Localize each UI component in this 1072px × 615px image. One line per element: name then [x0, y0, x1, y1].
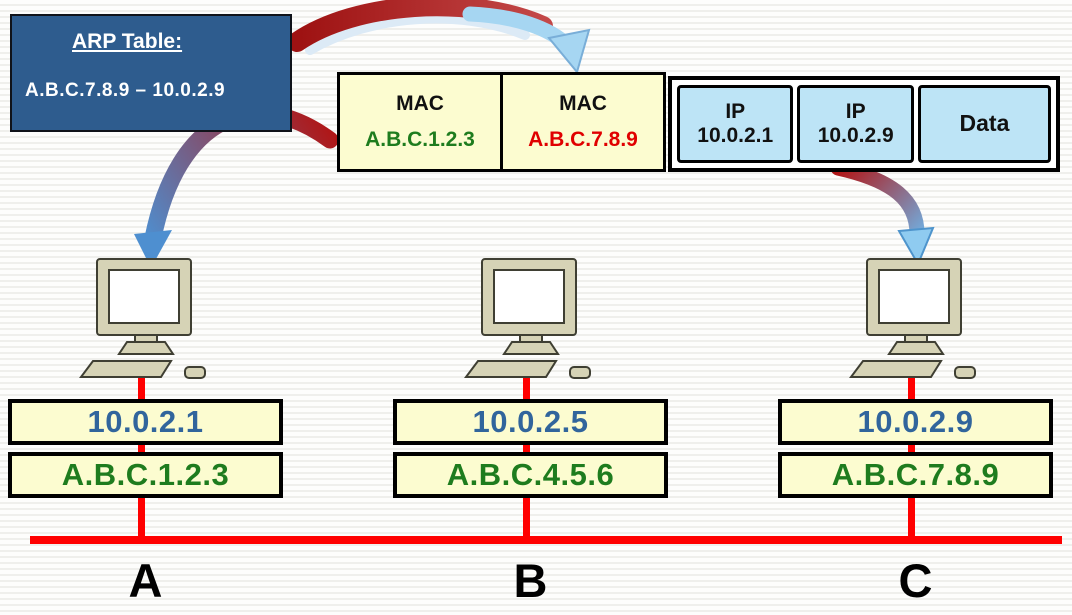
frame-src-ip-cell: IP 10.0.2.1: [677, 85, 794, 163]
frame-src-mac-cell: MAC A.B.C.1.2.3: [337, 72, 503, 172]
frame-dst-ip-cell: IP 10.0.2.9: [797, 85, 914, 163]
arp-table-box: ARP Table: A.B.C.7.8.9 – 10.0.2.9: [10, 14, 292, 132]
frame-dst-mac-cell: MAC A.B.C.7.8.9: [500, 72, 666, 172]
arrow-frame-to-host-a: [134, 105, 339, 268]
computer-icon: [464, 258, 591, 379]
frame-dst-mac-label: MAC: [559, 92, 607, 115]
arrow-frame-to-host-c: [830, 160, 935, 267]
frame-dst-ip-label: IP: [845, 100, 866, 124]
frame-src-mac-value: A.B.C.1.2.3: [365, 128, 475, 151]
host-c-letter: C: [898, 554, 933, 607]
network-bus-line: [30, 536, 1062, 544]
host-a-letter: A: [128, 554, 163, 607]
host-b-mac-box: A.B.C.4.5.6: [393, 452, 668, 498]
host-b-letter: B: [513, 554, 548, 607]
host-c-ip-box: 10.0.2.9: [778, 399, 1053, 445]
frame-dst-ip-value: 10.0.2.9: [817, 124, 894, 147]
frame-dst-mac-value: A.B.C.7.8.9: [528, 128, 638, 151]
host-b: 10.0.2.5 A.B.C.4.5.6 B: [393, 255, 668, 615]
host-a: 10.0.2.1 A.B.C.1.2.3 A: [8, 255, 283, 615]
frame-data-cell: Data: [917, 85, 1051, 163]
frame-src-ip-label: IP: [725, 100, 746, 124]
frame-src-ip-value: 10.0.2.1: [697, 124, 774, 147]
frame-data-label: Data: [959, 110, 1010, 137]
host-c-mac-box: A.B.C.7.8.9: [778, 452, 1053, 498]
computer-icon: [79, 258, 206, 379]
host-c: 10.0.2.9 A.B.C.7.8.9 C: [778, 255, 1053, 615]
arrow-arp-table-to-frame: [287, 0, 591, 75]
computer-icon: [849, 258, 976, 379]
frame-src-mac-label: MAC: [396, 92, 444, 115]
arp-table-entry: A.B.C.7.8.9 – 10.0.2.9: [25, 80, 226, 101]
arp-table-title: ARP Table:: [72, 30, 183, 53]
host-b-ip-box: 10.0.2.5: [393, 399, 668, 445]
host-a-mac-box: A.B.C.1.2.3: [8, 452, 283, 498]
frame-ip-section: IP 10.0.2.1 IP 10.0.2.9 Data: [668, 76, 1060, 172]
host-a-ip-box: 10.0.2.1: [8, 399, 283, 445]
